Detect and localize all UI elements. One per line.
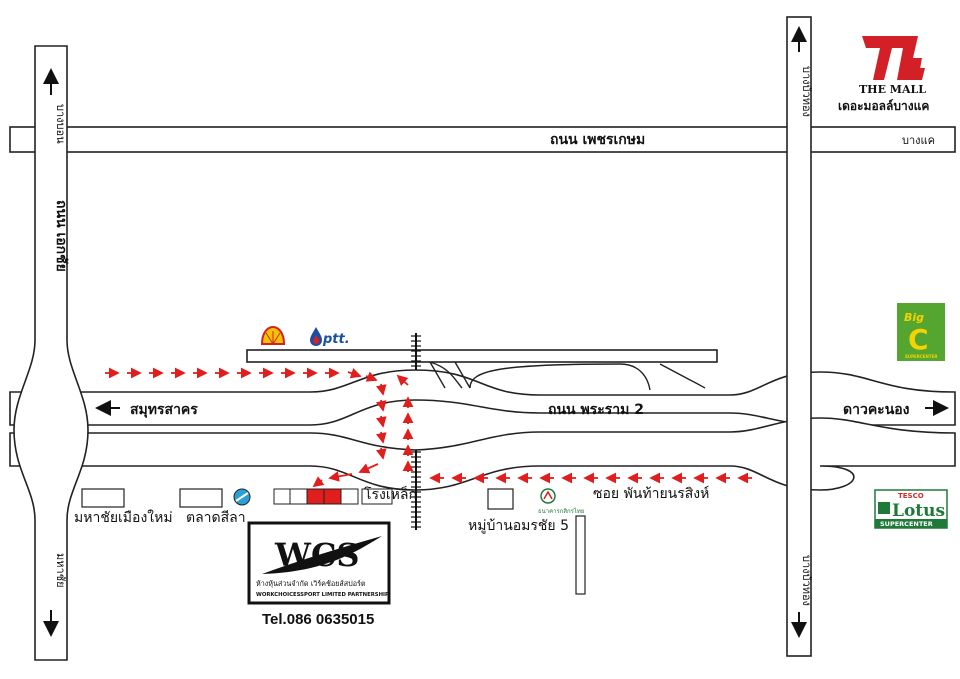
route-arrows: [105, 367, 752, 488]
svg-text:ptt.: ptt.: [322, 332, 350, 347]
rama2-label: ถนน พระราม 2: [548, 402, 644, 418]
shell-icon: [260, 325, 286, 345]
route-arrow: [375, 447, 387, 460]
company-tel: Tel.086 0635015: [262, 611, 374, 628]
tesco-lotus-logo: TESCO Lotus SUPERCENTER: [874, 489, 948, 529]
svg-text:Big: Big: [904, 311, 924, 324]
wcs-location-1: [306, 488, 325, 505]
bang-khae-road-label: บางแค: [902, 134, 935, 147]
samut-sakhon-label: สมุทรสาคร: [130, 402, 198, 418]
shop-5: [340, 488, 359, 505]
talad-sila-box: [179, 488, 223, 508]
factory-box: [361, 488, 393, 505]
wcs-location-2: [323, 488, 342, 505]
frontage-road: [246, 349, 718, 363]
route-arrow: [375, 383, 387, 396]
railway-ties: [411, 335, 421, 528]
village-label: หมู่บ้านอมรชัย 5: [468, 518, 569, 534]
rama2-road-upper: [9, 369, 956, 426]
svg-text:ธนาคารกสิกรไทย: ธนาคารกสิกรไทย: [538, 507, 584, 515]
soi-label: ซอย พันท้ายนรสิงห์: [593, 485, 709, 502]
route-arrow: [358, 463, 379, 474]
svg-text:THE MALL: THE MALL: [859, 83, 926, 96]
ekkachai-label: ถนน เอกชัย: [53, 200, 69, 272]
company-thai-name: ห้างหุ้นส่วนจำกัด เวิร์คช้อยส์สปอร์ต: [256, 579, 366, 588]
route-arrow: [328, 471, 353, 482]
svg-text:TESCO: TESCO: [898, 492, 924, 500]
route-arrow: [365, 371, 378, 382]
mahachai-muang-mai-label: มหาชัยเมืองใหม่: [74, 509, 173, 526]
route-arrow: [375, 399, 387, 412]
soi-road: [575, 515, 586, 595]
shop-1: [273, 488, 291, 505]
svg-text:C: C: [908, 323, 929, 356]
mahachai-label: มหาชัย: [54, 553, 67, 588]
route-arrow: [347, 368, 362, 379]
route-arrow: [375, 431, 387, 444]
ptt-icon: ptt.: [310, 327, 350, 347]
ekkachai-road: [13, 45, 89, 661]
wcs-swoosh: [262, 536, 382, 574]
phetkasem-label: ถนน เพชรเกษม: [550, 132, 645, 148]
village-box: [487, 488, 514, 510]
route-arrow: [312, 476, 325, 488]
bang-bon-label: บางบอน: [54, 104, 67, 144]
svg-text:Lotus: Lotus: [892, 501, 945, 521]
mahachai-muang-mai-box: [81, 488, 125, 508]
bang-bua-thong-road: [786, 16, 812, 657]
bang-bua-thong-bottom-label: บางบัวทอง: [800, 555, 813, 606]
route-arrow: [396, 374, 409, 387]
service-loop: [429, 361, 706, 391]
bang-bua-thong-top-label: บางบัวทอง: [800, 66, 813, 117]
svg-text:SUPERCENTER: SUPERCENTER: [880, 520, 933, 528]
rama2-road-lower: [9, 417, 956, 491]
the-mall-logo: THE MALL เดอะมอลล์บางแค: [838, 36, 929, 113]
route-arrow: [375, 415, 387, 428]
factory-label: โรงเหล็ก: [364, 485, 417, 503]
company-card: WCS ห้างหุ้นส่วนจำกัด เวิร์คช้อยส์สปอร์ต…: [247, 521, 391, 605]
shop-2: [289, 488, 308, 505]
bank-icon: [233, 488, 251, 506]
talad-sila-label: ตลาดสีลา: [186, 510, 246, 526]
phetkasem-road: [9, 126, 956, 153]
company-eng-name: WORKCHOICESSPORT LIMITED PARTNERSHIP: [256, 592, 389, 598]
dao-khanong-label: ดาวคะนอง: [843, 402, 910, 418]
kbank-icon: ธนาคารกสิกรไทย: [538, 488, 584, 515]
svg-text:เดอะมอลล์บางแค: เดอะมอลล์บางแค: [838, 99, 929, 113]
bigc-logo: Big C SUPERCENTER: [897, 303, 945, 361]
svg-text:SUPERCENTER: SUPERCENTER: [905, 354, 937, 359]
